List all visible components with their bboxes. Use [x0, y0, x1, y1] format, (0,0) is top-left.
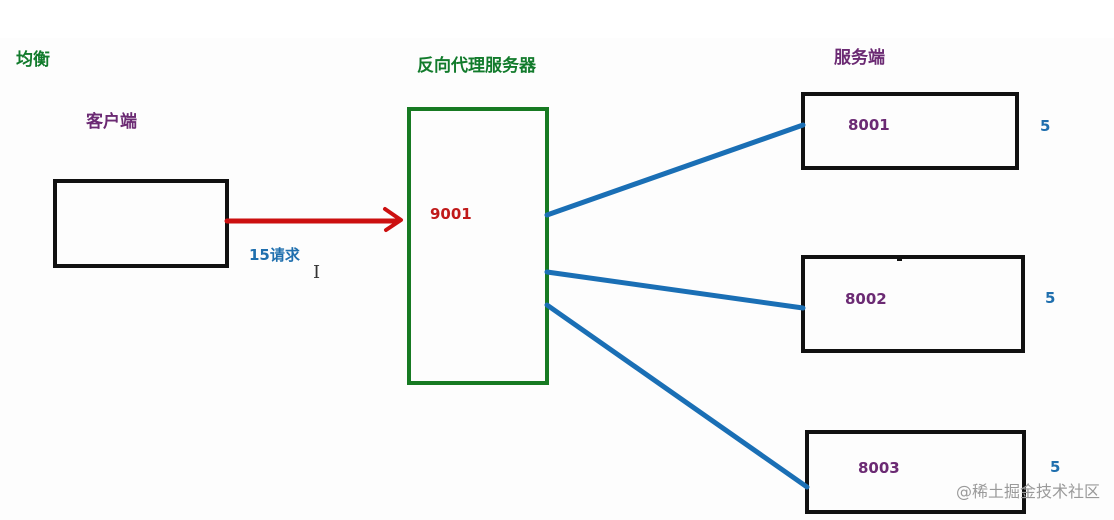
request-arrow-head	[383, 207, 403, 232]
balance-label: 均衡	[16, 50, 50, 70]
drawing-canvas	[0, 38, 1114, 520]
tick-mark	[897, 257, 902, 261]
requests-label: 15请求	[249, 246, 300, 264]
proxy-port-label: 9001	[430, 205, 472, 223]
server-port-3: 8003	[858, 459, 900, 477]
link-line-2	[544, 269, 806, 311]
client-box	[53, 179, 229, 268]
link-line-3	[544, 302, 810, 490]
server-count-1: 5	[1040, 117, 1051, 135]
server-port-1: 8001	[848, 116, 890, 134]
proxy-box	[407, 107, 549, 385]
server-box-2	[801, 255, 1025, 353]
server-count-2: 5	[1045, 289, 1056, 307]
server-port-2: 8002	[845, 290, 887, 308]
top-strip	[0, 0, 1114, 38]
link-line-1	[544, 122, 806, 218]
text-cursor-icon: I	[313, 262, 321, 283]
client-label: 客户端	[86, 112, 137, 132]
watermark: @稀土掘金技术社区	[955, 482, 1100, 501]
servers-label: 服务端	[834, 48, 885, 68]
server-count-3: 5	[1050, 458, 1061, 476]
server-box-3	[805, 430, 1026, 514]
server-box-1	[801, 92, 1019, 170]
proxy-label: 反向代理服务器	[417, 56, 536, 76]
